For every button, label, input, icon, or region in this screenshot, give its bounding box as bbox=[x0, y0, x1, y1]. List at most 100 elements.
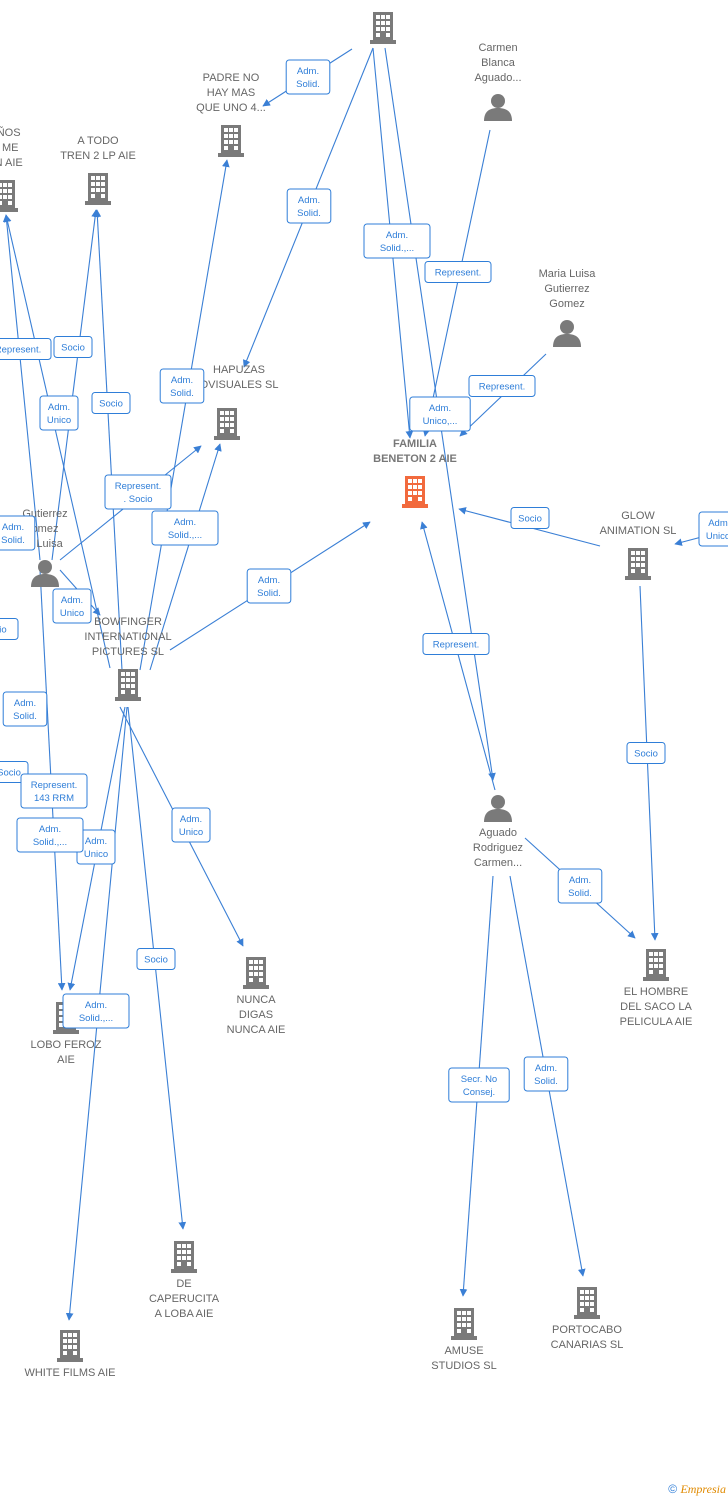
edge-label-text: Solid. bbox=[534, 1076, 558, 1087]
edge-label-e27[interactable]: Socio bbox=[626, 742, 666, 764]
edge-label-e32[interactable]: Adm. Solid. bbox=[523, 1056, 569, 1092]
edge-label-e20[interactable]: Adm.Solid. bbox=[2, 691, 48, 727]
edge-label-e2[interactable]: Adm.Solid. bbox=[286, 188, 332, 224]
building-icon bbox=[451, 1308, 477, 1340]
edge-label-e1[interactable]: Adm.Solid. bbox=[285, 59, 331, 95]
node-label: GLOW bbox=[621, 510, 655, 522]
edge-label-text: . Socio bbox=[123, 494, 152, 505]
edge-label-text: Adm. bbox=[297, 66, 319, 77]
node-aguado[interactable]: AguadoRodriguezCarmen... bbox=[473, 795, 523, 869]
edge-label-e4[interactable]: Represent. bbox=[424, 261, 492, 283]
edge-label-text: Secr. No bbox=[461, 1074, 497, 1085]
node-label: a Luisa bbox=[27, 538, 63, 550]
edge-label-e6[interactable]: Adm.Unico,... bbox=[409, 396, 471, 432]
edge-label-e11[interactable]: Adm.Solid. bbox=[159, 368, 205, 404]
edge-label-text: 143 RRM bbox=[34, 793, 74, 804]
edge-label-e9[interactable]: Adm.Unico bbox=[39, 395, 79, 431]
node-label: Gutierrez bbox=[544, 283, 589, 295]
edge-label-e12[interactable]: Represent. . Socio bbox=[104, 474, 172, 510]
node-label: LOBO FEROZ bbox=[31, 1039, 102, 1051]
node-white[interactable]: WHITE FILMS AIE bbox=[24, 1330, 116, 1379]
edge-label-e16[interactable]: Adm.Unico bbox=[52, 588, 92, 624]
edge-label-e22[interactable]: Represent. 143 RRM bbox=[20, 773, 88, 809]
edge-label-e7[interactable]: Represent. bbox=[468, 375, 536, 397]
building-icon bbox=[370, 12, 396, 44]
edge-label-box bbox=[468, 375, 536, 397]
edge-label-e5[interactable]: Represent. bbox=[0, 338, 52, 360]
edge-label-e24[interactable]: Adm.Unico bbox=[171, 807, 211, 843]
edge-label-box bbox=[2, 691, 48, 727]
building-icon bbox=[574, 1287, 600, 1319]
node-amuse[interactable]: AMUSE STUDIOS SL bbox=[431, 1308, 497, 1372]
edge-label-e29[interactable]: Socio bbox=[136, 948, 176, 970]
edge-label-text: Represent. bbox=[31, 780, 77, 791]
edge-label-e14[interactable]: Adm.Solid. bbox=[246, 568, 292, 604]
node-label: E ME bbox=[0, 142, 18, 154]
node-label: TREN 2 LP AIE bbox=[60, 150, 136, 162]
edge-label-e19[interactable]: io bbox=[0, 618, 19, 640]
node-label: Aguado... bbox=[474, 72, 521, 84]
node-label: AÑOS bbox=[0, 126, 21, 139]
edge-label-text: Solid. bbox=[1, 535, 25, 546]
node-label: QUE UNO 4... bbox=[196, 102, 266, 114]
edge-label-text: Solid.,... bbox=[168, 530, 202, 541]
edge-label-e28[interactable]: Adm. Solid. bbox=[557, 868, 603, 904]
edge-label-text: Solid. bbox=[568, 888, 592, 899]
node-label: Carmen bbox=[478, 42, 517, 54]
edge-label-e8[interactable]: Socio bbox=[510, 507, 550, 529]
building-icon bbox=[625, 548, 651, 580]
edge-label-e30[interactable]: Adm.Solid.,... bbox=[62, 993, 130, 1029]
edge-label-e15[interactable]: Socio bbox=[91, 392, 131, 414]
node-label: FAMILIA bbox=[393, 438, 437, 450]
node-label: BENETON 2 AIE bbox=[373, 453, 457, 465]
building-icon bbox=[171, 1241, 197, 1273]
edge-line bbox=[420, 521, 496, 791]
edge-label-box bbox=[286, 188, 332, 224]
edge-label-e17[interactable]: Adm.Solid. bbox=[0, 515, 36, 551]
node-label: AMUSE bbox=[444, 1345, 483, 1357]
edge-label-text: Adm. bbox=[569, 875, 591, 886]
edge-label-text: Adm. bbox=[48, 402, 70, 413]
node-familia[interactable]: FAMILIA BENETON 2 AIE bbox=[373, 438, 457, 508]
edge-label-e26[interactable]: Represent. bbox=[422, 633, 490, 655]
node-anos[interactable]: AÑOSE MEAN AIE bbox=[0, 126, 23, 212]
copyright-footer: © Empresia bbox=[668, 1482, 726, 1497]
node-label: Rodriguez bbox=[473, 842, 523, 854]
edge-label-e3[interactable]: Adm.Solid.,... bbox=[363, 223, 431, 259]
edge-label-text: Adm. bbox=[535, 1063, 557, 1074]
edge-label-text: Adm bbox=[708, 518, 728, 529]
edge-label-text: Unico bbox=[706, 531, 728, 542]
brand-name[interactable]: Empresia bbox=[680, 1482, 726, 1496]
node-label: HAY MAS bbox=[207, 87, 256, 99]
edge-label-e10[interactable]: Socio bbox=[53, 336, 93, 358]
node-label: STUDIOS SL bbox=[431, 1360, 496, 1372]
node-carmen-blanca[interactable]: CarmenBlancaAguado... bbox=[474, 42, 522, 121]
edge-label-e23[interactable]: Adm.Solid.,... bbox=[16, 817, 84, 853]
node-label: BOWFINGER bbox=[94, 616, 162, 628]
edge-line bbox=[93, 209, 123, 671]
edge-label-text: Adm. bbox=[61, 595, 83, 606]
edge-label-box bbox=[62, 993, 130, 1029]
edge-label-text: Represent. bbox=[433, 640, 479, 651]
node-label: Blanca bbox=[481, 57, 516, 69]
edge-labels: Adm.Solid.Adm.Solid.Adm.Solid.,...Repres… bbox=[0, 59, 728, 1103]
edge-label-e13[interactable]: Adm.Solid.,... bbox=[151, 510, 219, 546]
edge-label-text: Unico bbox=[179, 827, 203, 838]
node-label: PELICULA AIE bbox=[620, 1016, 693, 1028]
edge-label-text: Represent. bbox=[115, 481, 161, 492]
node-top[interactable] bbox=[370, 12, 396, 44]
